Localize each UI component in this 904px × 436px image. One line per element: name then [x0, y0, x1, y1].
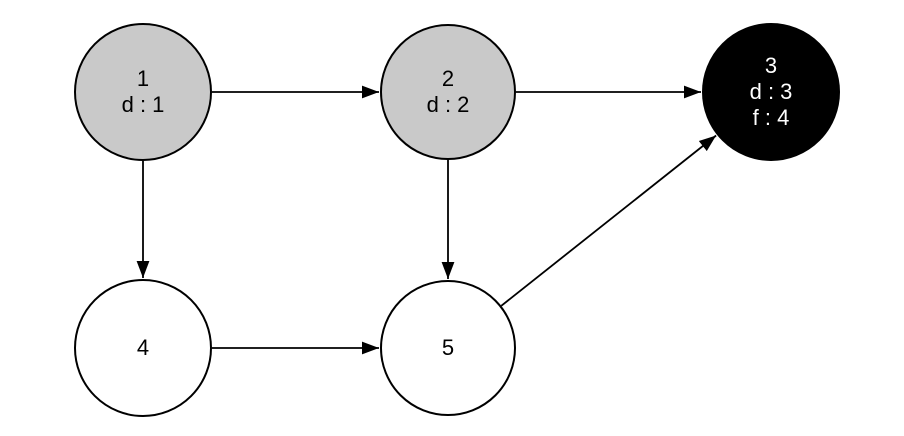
node-1-label-line: d : 1 [121, 92, 165, 117]
graph-node-4: 4 [74, 279, 212, 417]
edge-5-to-3 [500, 134, 717, 307]
node-3-label-line: f : 4 [752, 105, 790, 130]
node-2-label-line: d : 2 [426, 92, 470, 117]
node-3-label-line: 3 [764, 53, 778, 78]
node-5-label-line: 5 [441, 335, 455, 360]
node-2-label-line: 2 [441, 66, 455, 91]
node-4-label-line: 4 [136, 335, 150, 360]
graph-node-5: 5 [380, 280, 516, 416]
node-3-label-line: d : 3 [749, 79, 793, 104]
node-1-label-line: 1 [136, 66, 150, 91]
